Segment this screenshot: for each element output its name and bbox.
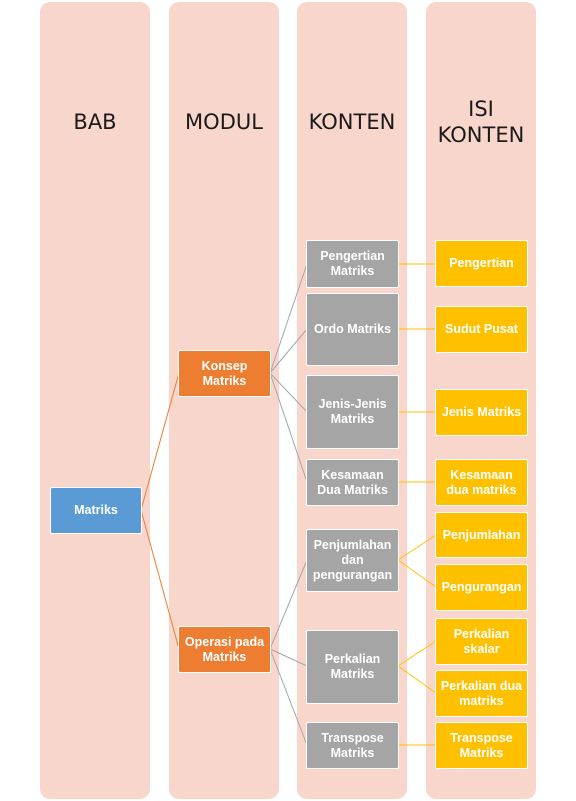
- node-isi-kesamaan-dua-matriks: Kesamaan dua matriks: [435, 459, 528, 506]
- node-konten-jenis-jenis-matriks: Jenis-Jenis Matriks: [306, 375, 399, 449]
- node-konten-ordo-matriks: Ordo Matriks: [306, 293, 399, 366]
- node-isi-pengertian: Pengertian: [435, 240, 528, 287]
- node-konten-penjumlahan-pengurangan: Penjumlahan dan pengurangan: [306, 529, 399, 592]
- node-konten-pengertian-matriks: Pengertian Matriks: [306, 240, 399, 288]
- link-penjumlahan-isi1: [397, 534, 437, 561]
- link-operasi-perkalian: [269, 648, 308, 667]
- header-isi-konten: ISI KONTEN: [437, 97, 525, 147]
- link-operasi-penjumlahan: [269, 559, 308, 650]
- link-konsep-pengertian: [269, 263, 308, 374]
- link-konsep-jenis: [269, 372, 308, 413]
- node-isi-jenis-matriks: Jenis Matriks: [435, 389, 528, 436]
- link-konsep-kesamaan: [269, 372, 308, 483]
- link-bab-operasi: [140, 509, 180, 650]
- column-bab: BAB: [40, 2, 150, 799]
- node-isi-transpose-matriks: Transpose Matriks: [435, 722, 528, 769]
- node-isi-sudut-pusat: Sudut Pusat: [435, 306, 528, 353]
- link-perkalian-isi2: [397, 665, 437, 694]
- node-isi-pengurangan: Pengurangan: [435, 564, 528, 611]
- node-konten-perkalian-matriks: Perkalian Matriks: [306, 630, 399, 704]
- link-bab-konsep: [140, 372, 180, 511]
- link-perkalian-isi1: [397, 640, 437, 667]
- header-bab: BAB: [73, 110, 117, 134]
- node-konten-transpose-matriks: Transpose Matriks: [306, 722, 399, 769]
- node-konten-kesamaan-dua-matriks: Kesamaan Dua Matriks: [306, 459, 399, 506]
- node-isi-perkalian-dua-matriks: Perkalian dua matriks: [435, 670, 528, 717]
- node-modul-konsep-matriks: Konsep Matriks: [178, 350, 271, 397]
- header-modul: MODUL: [185, 110, 263, 134]
- node-isi-penjumlahan: Penjumlahan: [435, 512, 528, 558]
- node-bab-matriks: Matriks: [50, 487, 142, 534]
- node-isi-perkalian-skalar: Perkalian skalar: [435, 618, 528, 665]
- header-konten: KONTEN: [308, 110, 396, 134]
- link-penjumlahan-isi2: [397, 559, 437, 588]
- node-modul-operasi-matriks: Operasi pada Matriks: [178, 626, 271, 673]
- link-konsep-ordo: [269, 328, 308, 374]
- link-operasi-transpose: [269, 648, 308, 746]
